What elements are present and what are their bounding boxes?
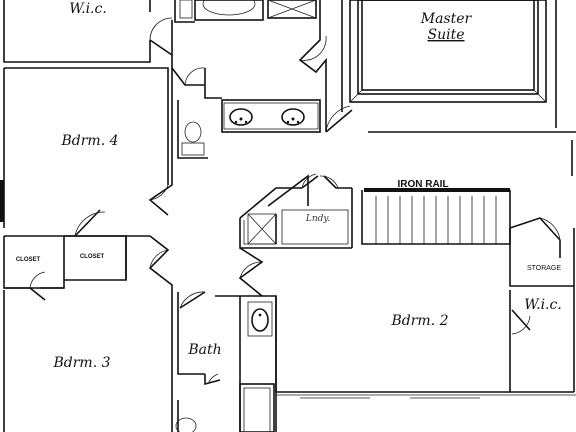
master-suite-room — [325, 0, 576, 176]
laundry-label: Lndy. — [305, 214, 330, 224]
bdrm4-room — [0, 67, 173, 237]
hall-wall-upper — [171, 55, 205, 86]
bdrm4-door — [74, 209, 101, 237]
hall-door-swing — [184, 67, 206, 86]
iron-rail-label: IRON RAIL — [397, 179, 448, 190]
master-bath-fixtures — [174, 0, 317, 23]
bdrm2-label: Bdrm. 2 — [390, 313, 448, 329]
bdrm3-room — [3, 235, 173, 432]
master-bath-door — [298, 0, 327, 132]
bath-room — [175, 291, 277, 432]
master-suite-label-line1: Master — [420, 11, 473, 27]
wic-top-label: W.i.c. — [69, 1, 107, 17]
closet-left-label: CLOSET — [16, 257, 41, 263]
wic-top-room — [3, 0, 151, 63]
bath-label: Bath — [187, 342, 221, 358]
double-vanity — [221, 99, 321, 133]
bdrm4-label: Bdrm. 4 — [60, 133, 118, 149]
bdrm2-room — [238, 247, 576, 399]
storage-wic-right — [509, 217, 575, 393]
vanity-wall — [204, 68, 222, 99]
laundry-stair-area — [239, 173, 353, 249]
closets — [3, 235, 127, 301]
storage-label: STORAGE — [527, 265, 561, 272]
closet-right-label: CLOSET — [80, 254, 105, 260]
wic-door — [149, 17, 173, 56]
master-bath-door-swing — [299, 35, 327, 61]
master-suite-label-line2: Suite — [428, 27, 465, 43]
wic-right-label: W.i.c. — [524, 297, 562, 313]
bdrm3-label: Bdrm. 3 — [52, 355, 110, 371]
bdrm4-door-swing — [74, 211, 106, 237]
stairs — [361, 188, 511, 245]
toilet-master — [177, 100, 208, 159]
